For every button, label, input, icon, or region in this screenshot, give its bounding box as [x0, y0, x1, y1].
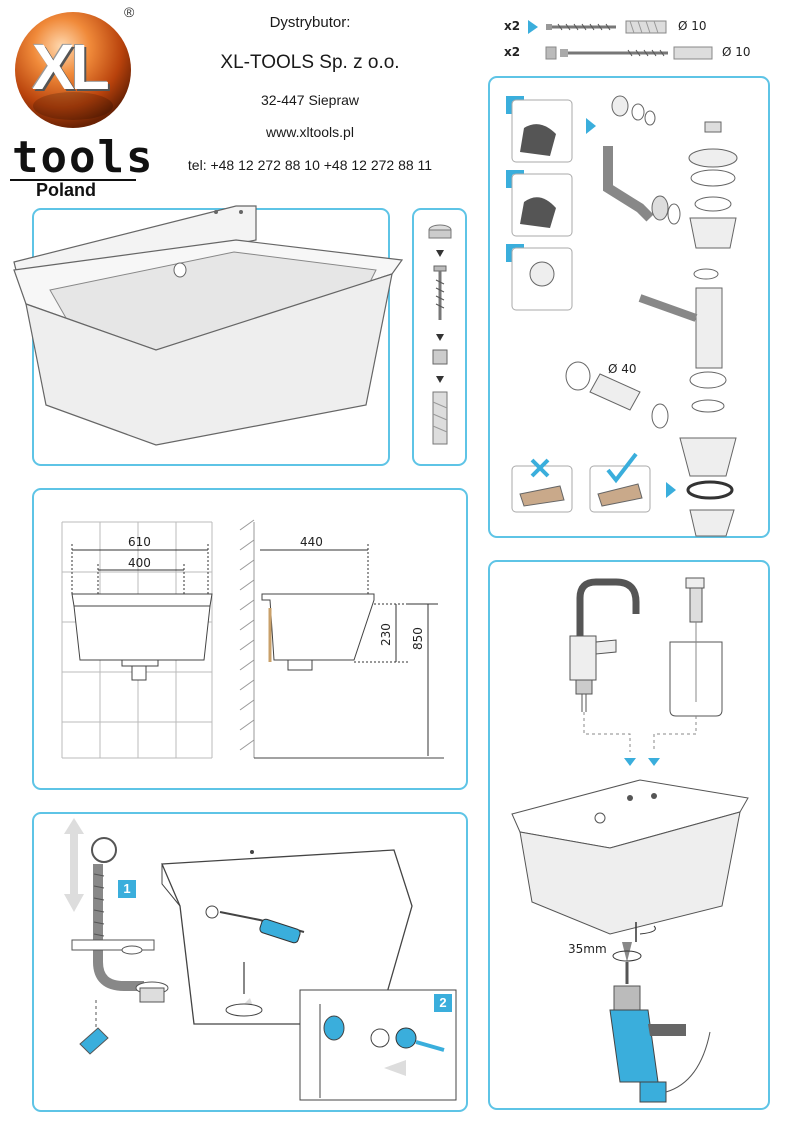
fixing-size-2: Ø 10 — [722, 45, 751, 59]
fixing-qty-1: x2 — [504, 19, 521, 33]
dim-mount-height: 850 — [411, 627, 425, 650]
fixing-row-2: x2 Ø 10 — [500, 42, 780, 64]
brand-logo: XL ® tools Poland — [10, 4, 152, 200]
panel-dimensions: 610 400 440 230 850 — [32, 488, 468, 790]
drill-icon — [609, 1009, 659, 1083]
dim-depth: 440 — [300, 535, 323, 549]
dimension-drawing: 610 400 440 230 850 — [61, 519, 444, 759]
wrong-cross-icon — [530, 458, 550, 478]
company-name: XL-TOOLS Sp. z o.o. — [220, 52, 400, 73]
sink-illustration — [13, 205, 404, 446]
faucet-icon — [576, 578, 640, 662]
install-detail-step-badge: 2 — [434, 994, 452, 1012]
company-address: 32-447 Siepraw — [260, 92, 360, 108]
panel-sink-overview — [13, 205, 404, 466]
fixing-size-1: Ø 10 — [678, 19, 707, 33]
registered-mark: ® — [124, 4, 135, 20]
vertical-arrow-icon — [64, 818, 84, 912]
fixing-sequence-icon — [428, 224, 452, 445]
logo-tools-text: tools — [12, 132, 155, 183]
install-step-1-badge: 1 — [118, 880, 136, 898]
tap-drill-illustration — [511, 577, 749, 1103]
logo-country-text: Poland — [36, 180, 97, 200]
panel-tap-drill: 35mm — [488, 560, 770, 1110]
company-phone: tel: +48 12 272 88 10 +48 12 272 88 11 — [187, 157, 433, 173]
dim-width-inner: 400 — [128, 556, 151, 570]
panel-installation: 1 2 3 2 — [32, 812, 468, 1112]
distributor-label: Dystrybutor: — [269, 14, 351, 31]
drain-pipe-size: Ø 40 — [608, 362, 637, 376]
correct-check-icon — [606, 452, 638, 484]
bolt-plug-icon — [545, 46, 713, 60]
drill-size-label: 35mm — [568, 942, 607, 956]
logo-underline — [10, 179, 136, 181]
installation-illustration — [64, 818, 457, 1101]
panel-drain-assembly: 1 2 3 — [488, 76, 770, 538]
logo-sphere-icon — [15, 12, 131, 128]
screw-plug-icon — [528, 20, 667, 34]
dim-width-overall: 610 — [128, 535, 151, 549]
dim-bowl-height: 230 — [379, 623, 393, 646]
drain-exploded-view — [511, 95, 738, 537]
logo-xl-text: XL — [32, 31, 110, 103]
fixing-qty-2: x2 — [504, 45, 521, 59]
fixing-row-1: x2 Ø 10 — [500, 16, 780, 38]
company-website[interactable]: www.xltools.pl — [266, 124, 354, 140]
soap-dispenser-icon — [685, 577, 705, 589]
panel-fixing-sequence — [412, 208, 467, 466]
